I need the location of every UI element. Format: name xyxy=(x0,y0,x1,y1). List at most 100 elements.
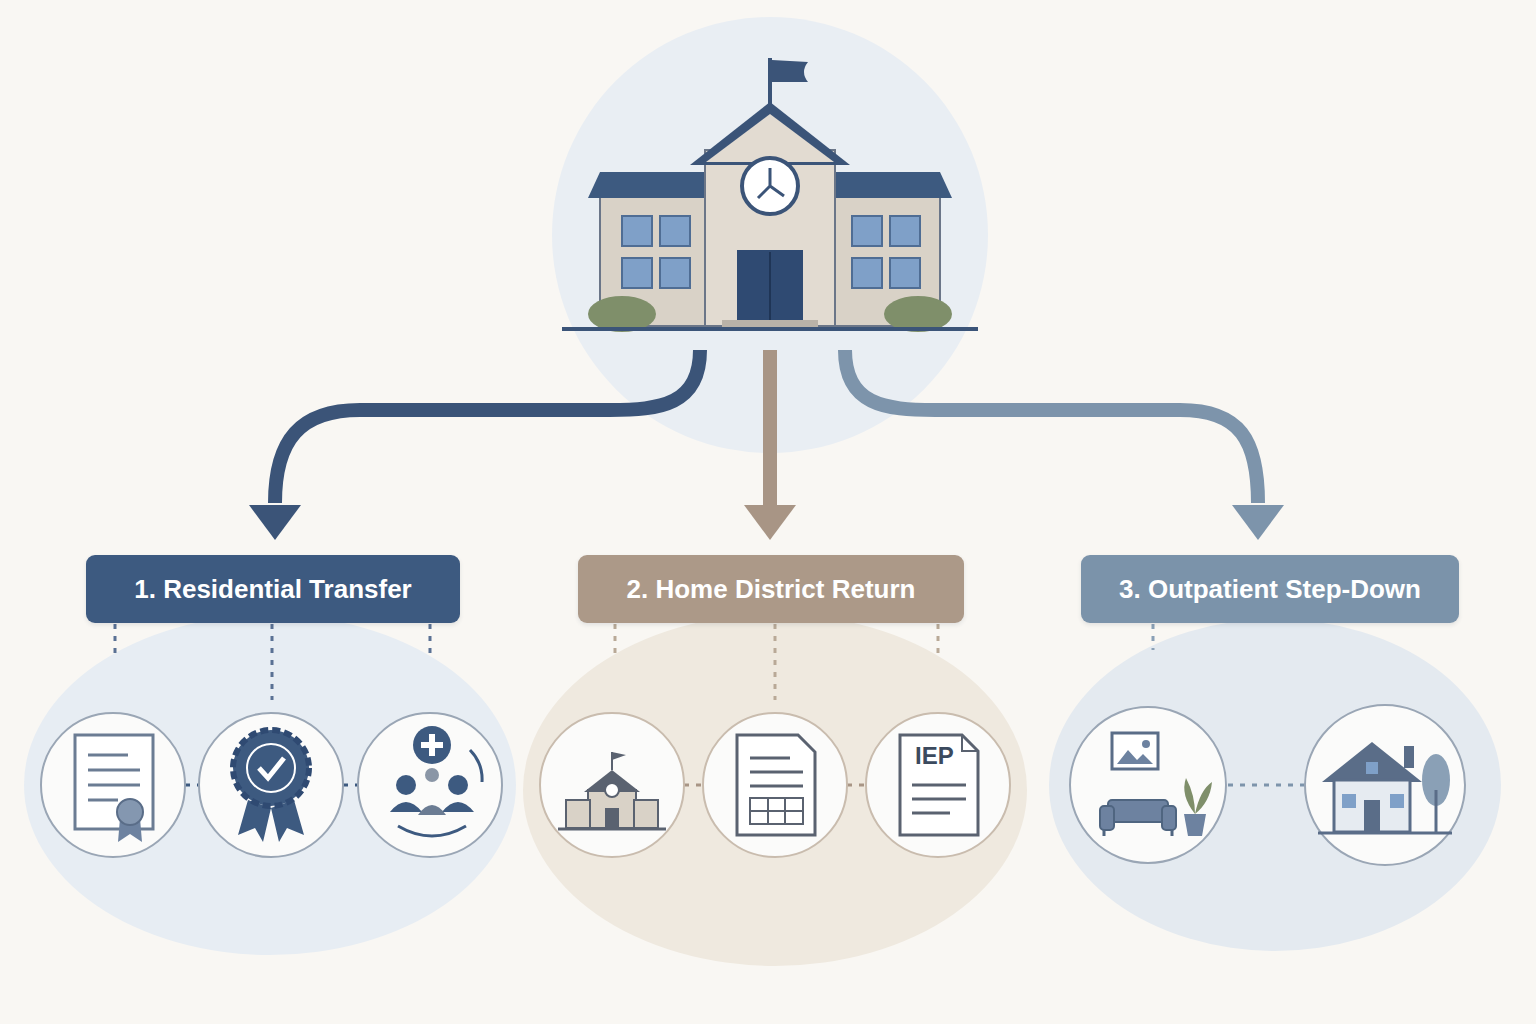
link-dots xyxy=(847,784,866,787)
icon-circle xyxy=(358,713,502,857)
flow-arrow xyxy=(845,350,1258,503)
group-ellipse xyxy=(1049,619,1501,951)
category-box: 1. Residential Transfer xyxy=(86,555,460,623)
person-body xyxy=(418,805,446,815)
table-grid xyxy=(750,798,803,824)
flow-arrow xyxy=(275,350,700,503)
certificate-icon xyxy=(75,735,153,829)
plant-leaves xyxy=(1184,778,1212,814)
leader-line xyxy=(614,624,617,655)
mini-school xyxy=(634,800,658,828)
team-arc xyxy=(398,826,466,836)
school-center xyxy=(705,150,835,326)
text-lines xyxy=(750,758,803,786)
leader-line xyxy=(1152,624,1155,650)
category-box: 3. Outpatient Step-Down xyxy=(1081,555,1459,623)
checkmark xyxy=(259,758,284,778)
group-ellipse xyxy=(523,614,1027,966)
link-dots xyxy=(684,784,703,787)
plant-pot xyxy=(1184,814,1206,836)
table-grid xyxy=(750,798,803,824)
link-dots xyxy=(343,784,358,787)
picture-sun xyxy=(1142,740,1150,748)
house-door xyxy=(1364,800,1380,832)
arrow-head xyxy=(744,505,796,540)
window xyxy=(660,258,690,288)
sofa xyxy=(1108,800,1168,822)
window xyxy=(852,258,882,288)
icon-circle xyxy=(540,713,684,857)
house-window xyxy=(1390,794,1404,808)
window xyxy=(890,216,920,246)
mini-ground xyxy=(558,828,666,831)
icon-circle xyxy=(703,713,847,857)
icon-circle xyxy=(1070,707,1226,863)
ground-line xyxy=(562,327,978,331)
bush xyxy=(588,296,656,332)
document-label: IEP xyxy=(915,742,954,770)
leader-line xyxy=(114,624,117,655)
medical-cross-circle xyxy=(413,726,451,764)
school-door xyxy=(737,250,803,324)
house-roof xyxy=(1322,742,1422,782)
clock-hands xyxy=(758,168,784,198)
school-gable-inner xyxy=(706,114,834,162)
category-box: 2. Home District Return xyxy=(578,555,964,623)
text-lines xyxy=(912,785,966,813)
link-dots xyxy=(1228,784,1305,787)
house-body xyxy=(1334,780,1410,832)
box-label: 1. Residential Transfer xyxy=(134,574,411,605)
arrow-head xyxy=(1232,505,1284,540)
window xyxy=(622,258,652,288)
window xyxy=(852,216,882,246)
leader-line xyxy=(429,624,432,655)
window xyxy=(622,216,652,246)
house-window xyxy=(1366,762,1378,774)
flagpole xyxy=(768,58,772,105)
icon-circle xyxy=(41,713,185,857)
clock xyxy=(742,158,798,214)
leader-line xyxy=(271,624,274,700)
house-ground xyxy=(1318,832,1452,835)
icon-circle xyxy=(866,713,1010,857)
window xyxy=(890,258,920,288)
house-window xyxy=(1342,794,1356,808)
text-lines xyxy=(88,755,140,800)
badge xyxy=(233,730,309,806)
group-ellipse xyxy=(24,615,516,955)
bush xyxy=(884,296,952,332)
sofa-legs xyxy=(1104,830,1172,836)
flag xyxy=(772,60,808,82)
flow-arrow xyxy=(763,350,777,506)
picture-frame xyxy=(1112,733,1158,769)
page-fold xyxy=(962,735,978,751)
person-head xyxy=(396,775,416,795)
person-head xyxy=(425,768,439,782)
team-arc xyxy=(470,750,482,782)
leader-line xyxy=(937,624,940,655)
school-roof xyxy=(834,172,952,198)
mini-door xyxy=(605,808,619,828)
school-roof xyxy=(588,172,706,198)
iep-document xyxy=(900,735,978,835)
chimney xyxy=(1404,746,1414,768)
document-icon xyxy=(737,735,815,835)
badge-ring xyxy=(247,744,295,792)
mini-school xyxy=(566,800,590,828)
sofa-arm xyxy=(1162,806,1176,830)
icon-circle xyxy=(199,713,343,857)
seal xyxy=(117,799,143,825)
leader-line xyxy=(774,624,777,700)
person-head xyxy=(448,775,468,795)
sofa-arm xyxy=(1100,806,1114,830)
medical-cross xyxy=(421,734,443,756)
tree-trunk xyxy=(1435,790,1438,832)
icon-circle xyxy=(1305,705,1465,865)
mini-clock xyxy=(605,783,619,797)
arrow-head xyxy=(249,505,301,540)
window xyxy=(660,216,690,246)
box-label: 3. Outpatient Step-Down xyxy=(1119,574,1421,605)
school-gable xyxy=(690,102,850,165)
